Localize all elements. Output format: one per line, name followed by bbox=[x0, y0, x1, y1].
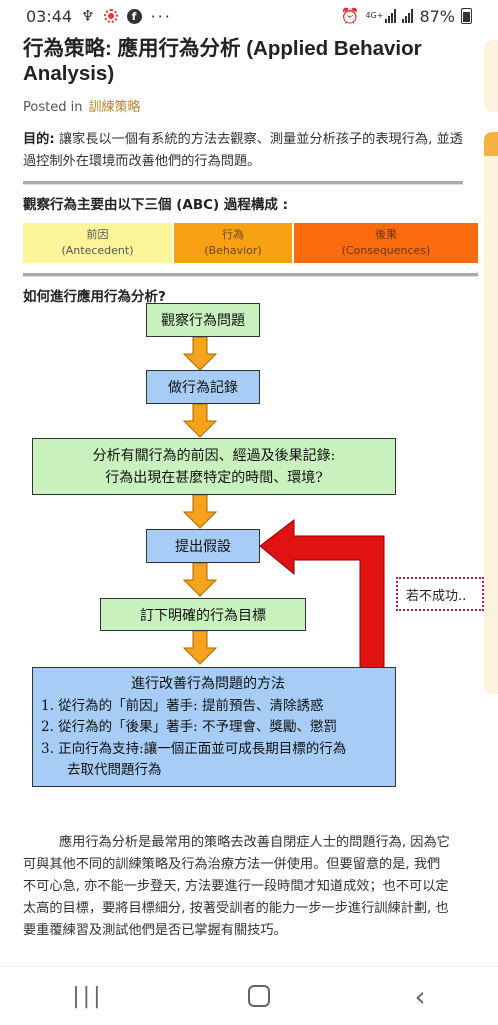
fail-label: 若不成功.. bbox=[406, 588, 467, 604]
back-icon[interactable]: ‹ bbox=[414, 979, 426, 1013]
navigation-bar: ||| ‹ bbox=[0, 966, 498, 1025]
step-methods-title: 進行改善行為問題的方法 bbox=[131, 676, 285, 692]
arrow-down-icon bbox=[183, 495, 217, 529]
step-record-label: 做行為記錄 bbox=[168, 380, 238, 396]
step-observe: 觀察行為問題 bbox=[146, 303, 260, 337]
usb-icon: ♆ bbox=[81, 7, 95, 25]
abc-antecedent-en: (Antecedent) bbox=[61, 244, 134, 257]
status-bar: 03:44 ♆ f ··· ⏰ 4G+ 87% bbox=[0, 0, 498, 32]
more-notifications-icon: ··· bbox=[150, 6, 172, 26]
arrow-down-icon bbox=[183, 631, 217, 665]
abc-behavior: 行為 (Behavior) bbox=[174, 223, 292, 263]
step-analyze: 分析有關行為的前因、經過及後果記錄: 行為出現在甚麼特定的時間、環境? bbox=[32, 438, 396, 495]
divider-2 bbox=[23, 273, 478, 277]
signal-icon bbox=[385, 9, 397, 23]
abc-title: 觀察行為主要由以下三個 (ABC) 過程構成 : bbox=[23, 197, 288, 213]
loop-back-arrow-icon bbox=[259, 518, 385, 669]
goal-label: 目的: bbox=[23, 132, 55, 147]
article: 行為策略: 應用行為分析 (Applied Behavior Analysis)… bbox=[23, 36, 478, 305]
recent-apps-icon[interactable]: ||| bbox=[72, 983, 104, 1009]
abc-consequences: 後果 (Consequences) bbox=[294, 223, 478, 263]
recording-icon bbox=[103, 9, 118, 23]
step-analyze-line2: 行為出現在甚麼特定的時間、環境? bbox=[105, 469, 323, 486]
fail-note: 若不成功.. bbox=[396, 577, 484, 611]
flowchart: 觀察行為問題 做行為記錄 分析有關行為的前因、經過及後果記錄: 行為出現在甚麼特… bbox=[32, 303, 484, 787]
how-title: 如何進行應用行為分析? bbox=[23, 289, 166, 305]
side-card-accent bbox=[484, 132, 498, 156]
step-goal-label: 訂下明確的行為目標 bbox=[140, 607, 266, 624]
arrow-down-icon bbox=[183, 337, 217, 371]
battery-percent: 87% bbox=[419, 6, 455, 26]
alarm-icon: ⏰ bbox=[340, 7, 360, 25]
abc-behavior-zh: 行為 bbox=[222, 228, 244, 241]
step-analyze-line1: 分析有關行為的前因、經過及後果記錄: bbox=[92, 447, 336, 464]
step-hypothesis: 提出假設 bbox=[146, 529, 260, 563]
abc-antecedent-zh: 前因 bbox=[86, 228, 109, 241]
abc-consequences-zh: 後果 bbox=[375, 228, 397, 241]
category-link[interactable]: 訓練策略 bbox=[88, 100, 141, 115]
method-item-2: 2. 從行為的「後果」著手: 不予理會、獎勵、懲罰 bbox=[41, 719, 338, 735]
arrow-down-icon bbox=[183, 404, 217, 438]
status-time: 03:44 bbox=[26, 6, 73, 26]
posted-in: Posted in 訓練策略 bbox=[23, 96, 463, 115]
body-paragraph: 應用行為分析是最常用的策略去改善自閉症人士的問題行為, 因為它可與其他不同的訓練… bbox=[23, 835, 450, 938]
step-observe-label: 觀察行為問題 bbox=[161, 313, 245, 329]
network-type: 4G+ bbox=[365, 11, 384, 20]
home-icon[interactable] bbox=[248, 985, 271, 1007]
side-card-top[interactable] bbox=[484, 40, 498, 112]
signal-icon-2 bbox=[402, 9, 414, 23]
step-record: 做行為記錄 bbox=[146, 370, 260, 404]
abc-consequences-en: (Consequences) bbox=[341, 244, 431, 257]
abc-antecedent: 前因 (Antecedent) bbox=[23, 223, 172, 263]
step-methods: 進行改善行為問題的方法 1. 從行為的「前因」著手: 提前預告、清除誘惑 2. … bbox=[32, 667, 396, 787]
side-card-bottom[interactable] bbox=[484, 132, 498, 694]
arrow-down-icon bbox=[183, 563, 217, 597]
facebook-icon: f bbox=[126, 8, 142, 24]
divider bbox=[23, 181, 463, 185]
article-title: 行為策略: 應用行為分析 (Applied Behavior Analysis) bbox=[23, 37, 422, 85]
abc-behavior-en: (Behavior) bbox=[204, 244, 262, 257]
step-goal: 訂下明確的行為目標 bbox=[100, 598, 306, 631]
goal-text: 讓家長以一個有系統的方法去觀察、測量並分析孩子的表現行為, 並透過控制外在環境而… bbox=[23, 132, 463, 169]
abc-table: 前因 (Antecedent) 行為 (Behavior) 後果 (Conseq… bbox=[23, 223, 478, 263]
posted-in-label: Posted in bbox=[23, 100, 83, 115]
step-hypothesis-label: 提出假設 bbox=[175, 539, 231, 555]
method-item-3-cont: 去取代問題行為 bbox=[67, 762, 162, 778]
battery-icon bbox=[461, 8, 472, 24]
goal-paragraph: 目的: 讓家長以一個有系統的方法去觀察、測量並分析孩子的表現行為, 並透過控制外… bbox=[23, 129, 463, 173]
method-item-3: 3. 正向行為支持:讓一個正面並可成長期目標的行為 bbox=[41, 740, 347, 757]
method-item-1: 1. 從行為的「前因」著手: 提前預告、清除誘惑 bbox=[41, 697, 324, 714]
